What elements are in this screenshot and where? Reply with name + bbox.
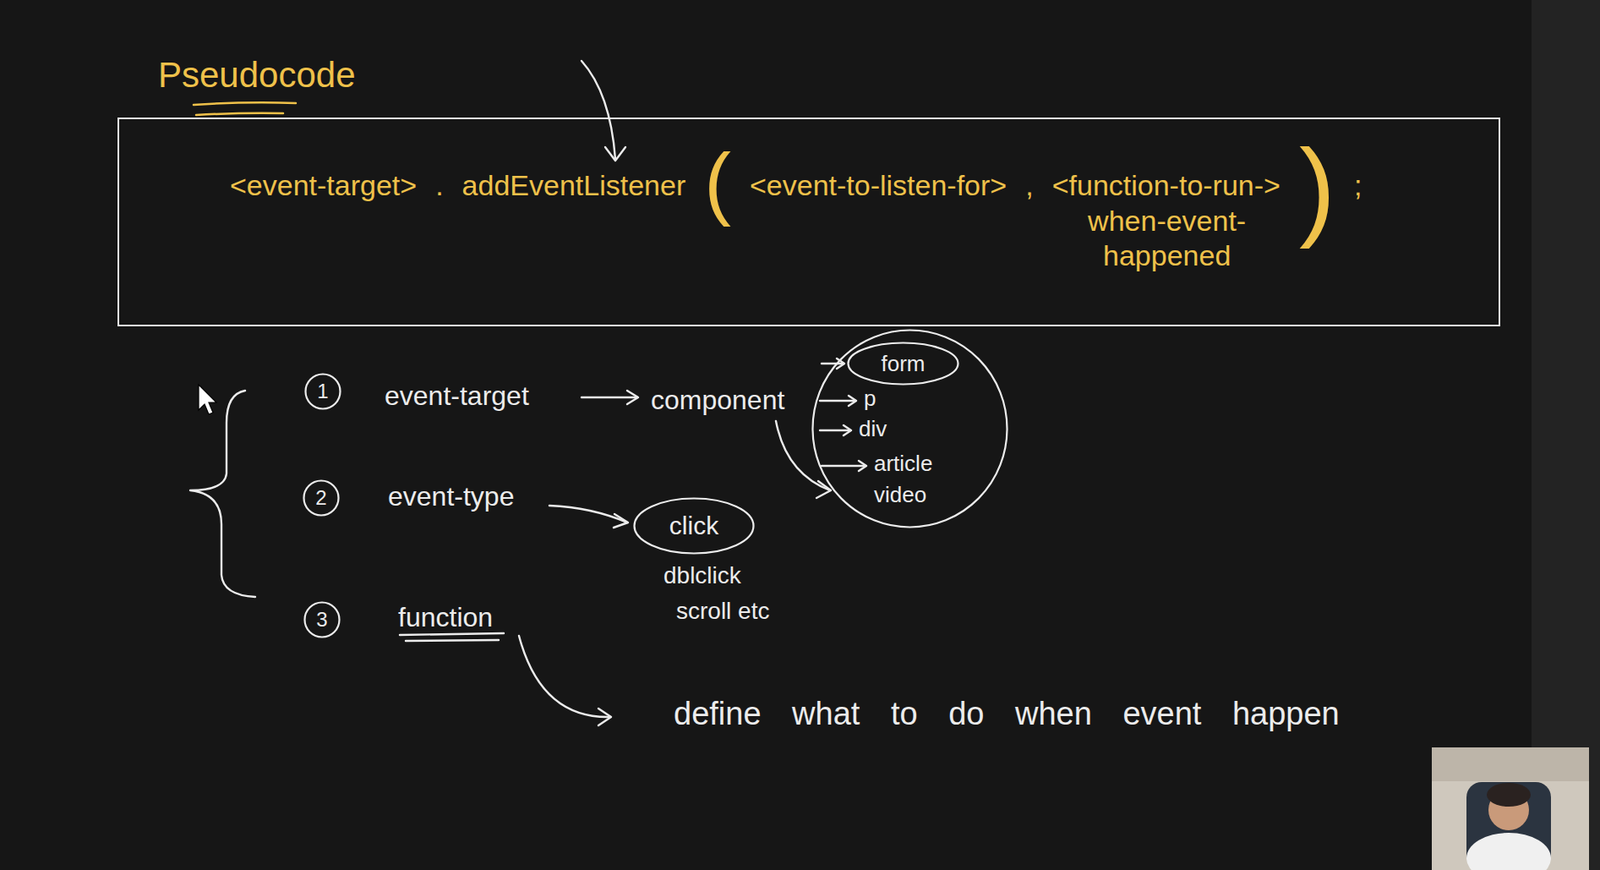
element-group: p div article video form (811, 328, 1009, 529)
word-underline (405, 639, 499, 641)
step-number: 3 (303, 600, 341, 639)
shape-text: form (881, 352, 926, 375)
element-circle: form (846, 341, 960, 386)
ellipse-outline (848, 343, 959, 385)
shape-text: 3 (316, 609, 328, 630)
code-token: <event-target> (229, 166, 417, 204)
element-tag: p (863, 385, 876, 412)
concept-label: component (650, 383, 785, 416)
code-token: <event-to-listen-for> (749, 166, 1007, 204)
title-underline (193, 102, 296, 105)
side-strip (1531, 0, 1600, 870)
pointer-arrow (581, 60, 616, 159)
arrow-head (598, 708, 612, 726)
code-token: , (1025, 166, 1033, 204)
shape-text: 1 (316, 381, 328, 402)
shirt (1466, 832, 1551, 870)
example-label: scroll etc (676, 596, 770, 626)
hair (1486, 782, 1531, 807)
arrow-head (605, 147, 626, 161)
event-circle: click (633, 496, 755, 555)
element-tag: video (873, 481, 927, 508)
concept-label: event-type (387, 480, 514, 513)
title-underline (196, 113, 284, 115)
webcam-inset (1431, 747, 1590, 870)
ellipse-outline (634, 498, 754, 554)
arrow-line (819, 429, 851, 432)
concept-label: event-target (384, 379, 530, 412)
arrow-head (848, 395, 857, 406)
webcam-wall (1431, 747, 1590, 781)
concept-label: function (398, 600, 493, 634)
pseudocode-box: <event-target>. addEventListener ( <event-t… (117, 117, 1501, 327)
arrow-head (843, 425, 852, 436)
ellipse-outline (813, 330, 1008, 528)
ellipse-outline (305, 374, 341, 410)
code-token: ) (1299, 133, 1336, 243)
note-text: define what to do when event happen (673, 694, 1340, 734)
code-token: ; (1354, 166, 1362, 204)
curved-arrow (775, 420, 831, 491)
step-number: 1 (304, 372, 342, 410)
curly-brace (190, 390, 256, 597)
code-column: <function-to-run->when-event- happened (1052, 166, 1281, 274)
step-number: 2 (302, 479, 340, 517)
element-tag: div (858, 415, 887, 443)
arrow-line (821, 362, 844, 365)
example-label: dblclick (663, 561, 742, 590)
arrow-line (821, 464, 866, 467)
mouse-cursor (198, 384, 217, 415)
ellipse-outline (304, 480, 339, 516)
arrow-head (613, 513, 628, 528)
element-tag: article (873, 450, 933, 477)
shape-text: click (669, 513, 719, 539)
ellipse-outline (305, 602, 340, 638)
arrow-line (581, 396, 638, 399)
code-row: <event-target>.addEventListener(<event-t… (229, 166, 1362, 274)
shape-text: 2 (315, 487, 327, 508)
arrow-head (627, 390, 639, 405)
curved-arrow (518, 635, 611, 717)
word-underline (399, 633, 504, 635)
arrow-head (858, 460, 867, 471)
code-token: . (435, 166, 443, 204)
code-token: addEventListener (462, 166, 687, 204)
page-title: Pseudocode (158, 54, 356, 97)
arrow-line (819, 399, 856, 402)
code-token: ( (704, 141, 732, 223)
code-token: <function-to-run-> (1052, 166, 1281, 204)
code-token: when-event- happened (1069, 203, 1265, 274)
